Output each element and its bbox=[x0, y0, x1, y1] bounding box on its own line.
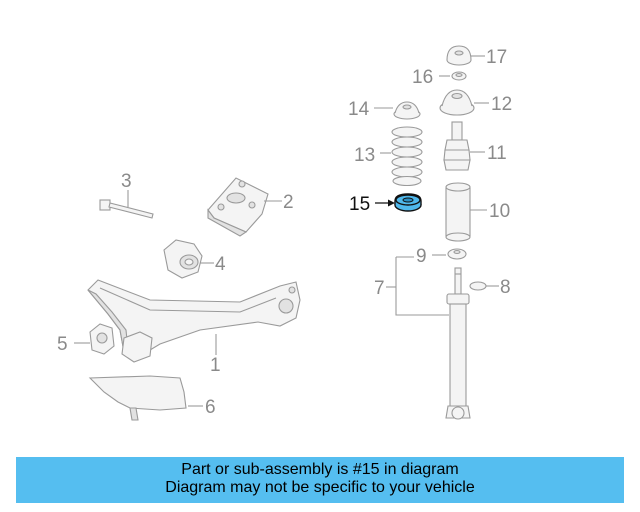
part-11-bump-stop: 11 bbox=[443, 121, 507, 171]
callout-10: 10 bbox=[489, 201, 510, 222]
callout-2: 2 bbox=[283, 192, 294, 213]
callout-9: 9 bbox=[416, 246, 427, 267]
part-16-nut: 16 bbox=[412, 67, 467, 88]
callout-16: 16 bbox=[412, 67, 433, 88]
banner-line-part: Part or sub-assembly is #15 in diagram bbox=[181, 461, 459, 478]
callout-11: 11 bbox=[487, 143, 507, 164]
callout-14: 14 bbox=[348, 99, 370, 120]
callout-6: 6 bbox=[205, 397, 216, 418]
banner-line-disclaimer: Diagram may not be specific to your vehi… bbox=[165, 479, 475, 496]
callout-4: 4 bbox=[215, 254, 226, 275]
info-banner: Part or sub-assembly is #15 in diagram D… bbox=[16, 457, 624, 503]
part-5-mount: 5 bbox=[57, 323, 115, 355]
callout-7: 7 bbox=[374, 278, 385, 299]
part-10-dust-boot: 10 bbox=[445, 182, 510, 242]
part-3-bolt: 3 bbox=[99, 171, 154, 219]
part-15-highlighted: 15 bbox=[349, 193, 422, 215]
part-4-bushing: 4 bbox=[163, 239, 226, 279]
callout-3: 3 bbox=[121, 171, 132, 192]
part-12-strut-mount: 12 bbox=[439, 89, 512, 116]
part-14-spring-seat: 14 bbox=[348, 99, 421, 120]
callout-8: 8 bbox=[500, 277, 511, 298]
part-7-shock-absorber: 7 bbox=[374, 256, 471, 420]
part-1-axle-beam: 1 bbox=[87, 279, 301, 376]
callout-13: 13 bbox=[354, 145, 375, 166]
part-8-clip: 8 bbox=[469, 277, 511, 298]
callout-1: 1 bbox=[210, 355, 221, 376]
part-9-washer: 9 bbox=[416, 246, 467, 267]
callout-17: 17 bbox=[486, 47, 507, 68]
part-2-bracket: 2 bbox=[207, 177, 294, 237]
part-6-shield: 6 bbox=[88, 375, 216, 421]
part-13-coil-spring: 13 bbox=[354, 126, 423, 187]
part-17-cap: 17 bbox=[446, 45, 507, 68]
callout-12: 12 bbox=[491, 94, 512, 115]
callout-15: 15 bbox=[349, 194, 370, 215]
callout-5: 5 bbox=[57, 334, 68, 355]
